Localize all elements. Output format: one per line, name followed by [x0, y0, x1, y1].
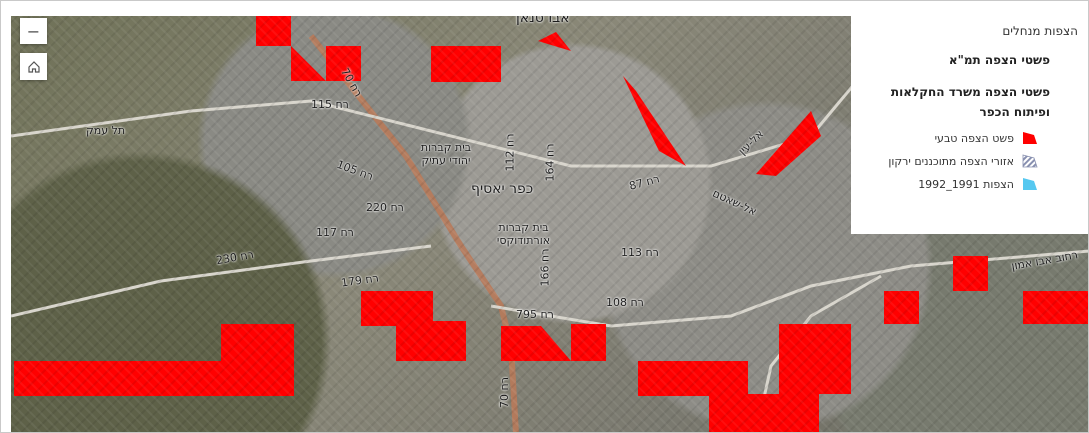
flood-zone[interactable] [361, 291, 433, 326]
place-label: בית קברות אורתודוקסי [496, 221, 551, 247]
legend-item-label: אזורי הצפה מתוכננים ירקון [888, 154, 1014, 168]
flood-zone[interactable] [638, 361, 748, 396]
street-label: רח 117 [316, 226, 354, 239]
place-label: אבו סנאן [516, 16, 570, 26]
flood-zone[interactable] [884, 291, 919, 324]
home-button[interactable] [20, 53, 47, 80]
legend-item-label: פשט הצפה טבעי [934, 131, 1014, 145]
legend-item: הצפות 1991_1992 [863, 177, 1038, 191]
flood-zone[interactable] [953, 256, 988, 291]
flood-zone[interactable] [1023, 291, 1088, 324]
flood-zone[interactable] [14, 361, 294, 396]
zoom-control: − [20, 18, 47, 44]
hatched-swatch-icon [1022, 154, 1038, 168]
flood-zone[interactable] [256, 16, 291, 46]
flood-zone-polygons[interactable] [11, 16, 1089, 433]
flood-zone[interactable] [779, 324, 851, 394]
legend-layer-title: פשטי הצפה משרד החקלאות ופיתוח הכפר [890, 85, 1050, 119]
street-label: רח 115 [311, 98, 349, 111]
red-flag-swatch-icon [1023, 132, 1037, 144]
flood-zone[interactable] [571, 324, 606, 361]
flood-zone[interactable] [709, 394, 819, 432]
home-icon [27, 60, 40, 73]
legend-layer-title: פשטי הצפה תמ"א [948, 53, 1050, 67]
legend-item: אזורי הצפה מתוכננים ירקון [863, 154, 1038, 168]
street-label: רח 112 [503, 133, 517, 172]
legend-title: הצפות מנחלים [1002, 24, 1078, 38]
legend-item: פשט הצפה טבעי [863, 131, 1038, 145]
blue-swatch-icon [1023, 178, 1037, 190]
street-label: רח 166 [538, 248, 552, 287]
zoom-out-button[interactable]: − [26, 21, 41, 41]
street-label: רח 164 [543, 143, 557, 182]
street-label: רח 220 [366, 201, 404, 214]
flood-zone[interactable] [326, 46, 361, 81]
street-label: רח 113 [621, 246, 659, 259]
legend-panel: הצפות מנחלים פשטי הצפה תמ"א פשטי הצפה מש… [851, 16, 1088, 234]
flood-zone[interactable] [431, 46, 501, 82]
flood-zone[interactable] [221, 324, 294, 361]
place-label: תל עמק [86, 124, 126, 137]
street-label: רח 70 [497, 377, 511, 408]
legend-item-label: הצפות 1991_1992 [918, 177, 1014, 191]
place-label: בית קברות יהודי עתיק [420, 141, 472, 167]
flood-zone[interactable] [396, 321, 466, 361]
street-label: רח 795 [516, 308, 554, 321]
street-label: רח 108 [606, 296, 644, 309]
place-label: כפר יאסיף [471, 181, 534, 197]
